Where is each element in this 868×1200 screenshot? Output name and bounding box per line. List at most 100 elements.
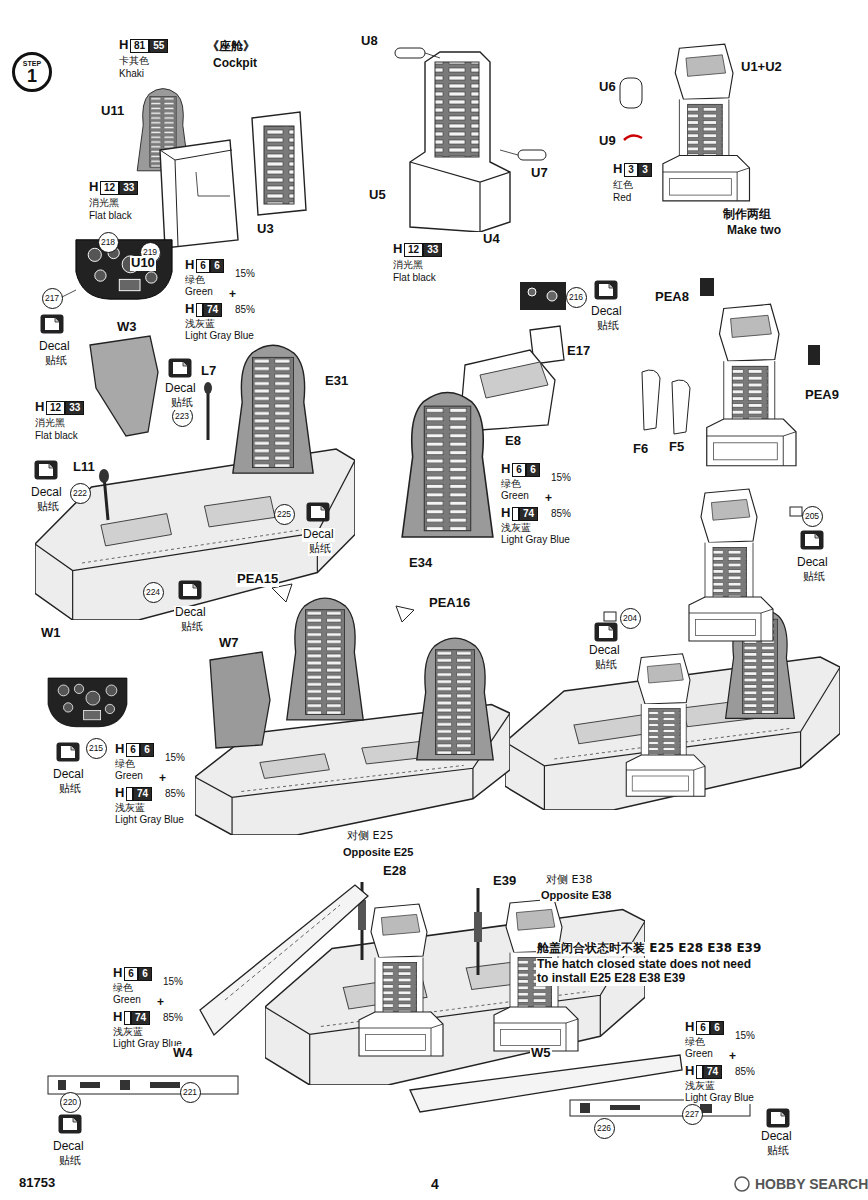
paint-prefix: H [118, 38, 129, 53]
color-name: Green [184, 286, 214, 298]
paint-prefix: H [112, 966, 123, 981]
color-name-zh: 卡其色 [118, 55, 150, 67]
node-text: 12 [104, 182, 115, 194]
color-name-zh: 消光黑 [392, 259, 424, 271]
color-name-zh: 浅灰蓝 [114, 802, 146, 814]
node-text: 33 [69, 402, 80, 414]
note: The hatch closed state does not need to … [536, 958, 766, 986]
color-name-zh: 浅灰蓝 [684, 1080, 716, 1092]
paint-prefix: H [500, 462, 511, 477]
paint-code-filled: 55 [149, 39, 168, 53]
paint-prefix: H [684, 1064, 695, 1079]
part-number: W1 [40, 626, 62, 641]
part-number: PEA16 [428, 596, 471, 611]
callout-number: 225 [274, 504, 295, 525]
color-name-zh: 红色 [612, 179, 634, 191]
part-number: U7 [530, 166, 549, 181]
decal-word-zh: 贴纸 [36, 501, 60, 514]
node-text: 220 [63, 1097, 77, 1107]
decal-word: Decal [164, 382, 197, 396]
node-text: 74 [135, 1012, 146, 1024]
node-text: 6 [530, 464, 536, 476]
part-number: E31 [324, 374, 349, 389]
decal-word: Decal [174, 606, 207, 620]
color-name: Green [112, 994, 142, 1006]
paint-prefix: H [184, 302, 195, 317]
part-number: U9 [598, 134, 617, 149]
color-name-zh: 绿色 [684, 1036, 706, 1048]
node-text: 1 [27, 67, 37, 85]
node-text: 55 [153, 40, 164, 52]
node-text: 6 [142, 968, 148, 980]
decal-word-zh: 贴纸 [170, 397, 194, 410]
note: Opposite E25 [342, 846, 414, 859]
paint-code-box: 81 [130, 39, 149, 53]
node-text: 6 [144, 744, 150, 756]
mix-ratio: 85% [550, 508, 572, 520]
paint-code-filled: 74 [203, 303, 222, 317]
color-name: Red [612, 192, 632, 204]
paint-prefix: H [34, 400, 45, 415]
part-number: U5 [368, 188, 387, 203]
decal-word-zh: 贴纸 [58, 783, 82, 796]
paint-code-box: 12 [404, 243, 423, 257]
note: Opposite E38 [540, 889, 612, 902]
callout-number: 216 [566, 287, 587, 308]
paint-code-box: 6 [124, 967, 138, 981]
mix-ratio: 15% [734, 1030, 756, 1042]
callout-number: 217 [42, 288, 63, 309]
node-text: 6 [200, 260, 206, 272]
part-number: U10 [130, 256, 156, 271]
part-number: E39 [492, 874, 517, 889]
node-text: 221 [183, 1087, 197, 1097]
node-text: 81 [134, 40, 145, 52]
mix-ratio: 85% [734, 1066, 756, 1078]
node-text: STEP [23, 60, 41, 67]
paint-code-filled: 74 [131, 1011, 150, 1025]
mix-plus: + [544, 492, 553, 506]
node-text: 223 [175, 411, 189, 421]
paint-code-blank [196, 303, 203, 317]
decal-word: Decal [302, 528, 335, 542]
decal-word-zh: 贴纸 [44, 355, 68, 368]
paint-prefix: H [684, 1020, 695, 1035]
part-number: W7 [218, 636, 240, 651]
part-number: F6 [632, 442, 649, 457]
node-text: 33 [427, 244, 438, 256]
color-name: Flat black [34, 430, 79, 442]
part-number: U1+U2 [740, 60, 783, 75]
color-name-zh: 消光黑 [88, 197, 120, 209]
page-number: 4 [430, 1176, 440, 1192]
paint-code-box: 6 [512, 463, 526, 477]
paint-code-filled: 74 [703, 1065, 722, 1079]
part-number: U4 [482, 232, 501, 247]
callout-number: 221 [180, 1082, 201, 1103]
note-zh: 舱盖闭合状态时不装 E25 E28 E38 E39 [536, 942, 762, 956]
watermark: HOBBY SEARCH [754, 1176, 868, 1192]
part-number: PEA15 [236, 572, 279, 587]
callout-number: 226 [594, 1118, 615, 1139]
mix-plus: + [158, 772, 167, 786]
callout-number: 205 [802, 506, 823, 527]
decal-word-zh: 贴纸 [766, 1145, 790, 1158]
page-code: 81753 [18, 1176, 56, 1191]
note-zh: 制作两组 [722, 208, 772, 222]
color-name: Light Gray Blue [684, 1092, 755, 1104]
color-name-zh: 绿色 [114, 758, 136, 770]
node-text: 6 [714, 1022, 720, 1034]
paint-code-box: 12 [46, 401, 65, 415]
decal-word-zh: 贴纸 [58, 1155, 82, 1168]
node-text: 74 [707, 1066, 718, 1078]
part-number: PEA8 [654, 290, 690, 305]
part-number: U11 [100, 104, 125, 119]
paint-prefix: H [184, 258, 195, 273]
node-text: 3 [628, 164, 634, 176]
callout-number: 218 [98, 232, 119, 253]
color-name: Light Gray Blue [184, 330, 255, 342]
callout-number: 222 [70, 483, 91, 504]
part-number: E34 [408, 556, 433, 571]
paint-code-box: 12 [100, 181, 119, 195]
color-name: Green [684, 1048, 714, 1060]
color-name-zh: 浅灰蓝 [112, 1026, 144, 1038]
heading: Cockpit [212, 57, 258, 71]
